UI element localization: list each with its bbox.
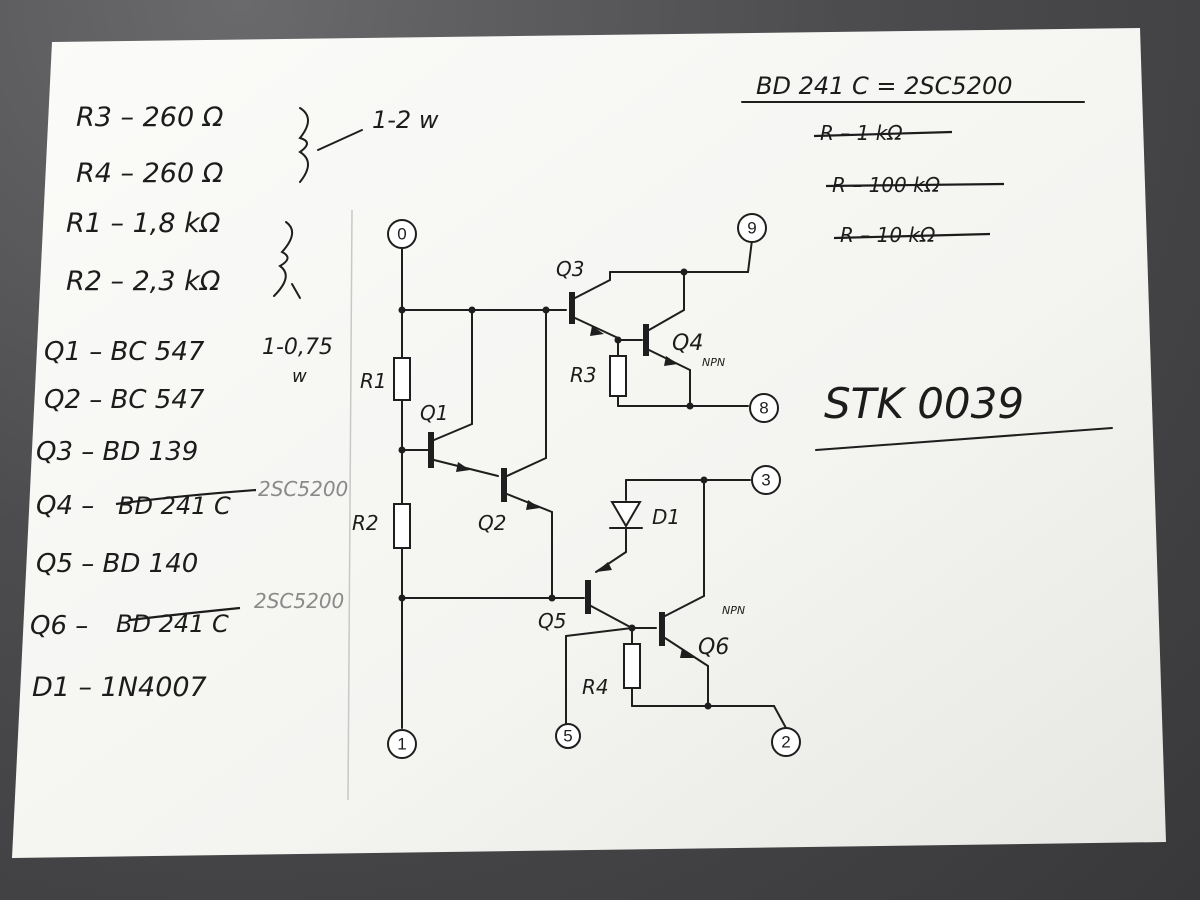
module-underline	[815, 427, 1113, 451]
terminal-3: 3	[751, 465, 781, 495]
part-q2: Q2 – BC 547	[44, 385, 205, 415]
transistor-q3-collector	[574, 279, 611, 299]
part-q6-note: 2SC5200	[254, 589, 344, 613]
strike-q6	[129, 606, 241, 622]
r34-power: 1-2 w	[372, 106, 439, 134]
terminal-9: 9	[737, 213, 767, 243]
module-title: STK 0039	[824, 379, 1024, 428]
strike-q4	[115, 488, 257, 506]
q2-emitter-arrow	[526, 500, 540, 510]
terminal-3-label: 3	[761, 471, 770, 490]
terminal-1-label: 1	[397, 735, 406, 754]
transistor-q2-collector	[506, 457, 547, 477]
q4-emitter-arrow	[664, 356, 678, 366]
label-q4-npn: NPN	[702, 356, 725, 369]
part-q3: Q3 – BD 139	[36, 437, 198, 467]
strike-note-1	[813, 130, 953, 138]
resistor-r2	[393, 503, 411, 549]
part-q4-prefix: Q4 –	[36, 491, 94, 521]
terminal-0: 0	[387, 219, 417, 249]
terminal-1: 1	[387, 729, 417, 759]
paper-background	[12, 28, 1166, 858]
wire-to-terminal-2	[773, 705, 787, 729]
label-q3: Q3	[556, 257, 584, 281]
q3-emitter-arrow	[590, 326, 604, 336]
transistor-q6-collector	[664, 595, 705, 617]
note-equivalence: BD 241 C = 2SC5200	[756, 72, 1012, 100]
part-r4: R4 – 260 Ω	[76, 158, 224, 189]
label-q4: Q4	[672, 331, 703, 356]
label-r1: R1	[360, 369, 387, 393]
wire-to-terminal-5	[565, 627, 633, 637]
resistor-r4	[623, 643, 641, 689]
label-q2: Q2	[478, 511, 506, 535]
label-d1: D1	[652, 505, 680, 529]
q5-emitter-arrow	[596, 562, 612, 572]
transistor-q5-collector	[590, 605, 633, 629]
part-q4-note: 2SC5200	[258, 477, 348, 501]
brace-r1-r2	[273, 221, 293, 297]
label-q6: Q6	[698, 635, 729, 660]
q12-power-unit: w	[292, 366, 307, 387]
label-q6-npn: NPN	[722, 604, 745, 617]
part-d1: D1 – 1N4007	[32, 672, 207, 703]
brace-tick	[291, 283, 301, 299]
strike-note-3	[833, 232, 991, 240]
brace-r3-r4	[298, 107, 309, 183]
terminal-5-label: 5	[563, 727, 572, 746]
part-q5: Q5 – BD 140	[36, 549, 198, 579]
junction	[548, 594, 556, 602]
strike-note-2	[825, 182, 1005, 188]
part-r1: R1 – 1,8 kΩ	[66, 208, 221, 239]
terminal-8: 8	[749, 393, 779, 423]
schematic: R1 Q1 Q2 R2 Q3	[352, 213, 801, 759]
part-r2: R2 – 2,3 kΩ	[66, 266, 221, 297]
part-q6-prefix: Q6 –	[30, 611, 88, 641]
terminal-9-label: 9	[747, 219, 756, 238]
terminal-8-label: 8	[759, 399, 768, 418]
notes: BD 241 C = 2SC5200 R – 1 kΩ R – 100 kΩ R…	[741, 72, 1113, 451]
brace-pointer	[317, 129, 363, 151]
margin-line	[347, 209, 353, 801]
label-r4: R4	[582, 675, 609, 699]
q12-power: 1-0,75	[262, 335, 333, 360]
part-r3: R3 – 260 Ω	[76, 102, 224, 133]
resistor-r1	[393, 357, 411, 401]
transistor-q4-collector	[648, 309, 685, 331]
terminal-2: 2	[771, 727, 801, 757]
label-q1: Q1	[420, 401, 448, 425]
transistor-q3-emitter	[574, 317, 619, 339]
label-r3: R3	[570, 363, 597, 387]
terminal-5: 5	[555, 723, 581, 749]
transistor-q1-collector	[433, 423, 473, 441]
junction	[398, 306, 406, 314]
diode-d1	[610, 501, 642, 528]
terminal-2-label: 2	[781, 733, 790, 752]
resistor-r3	[609, 355, 627, 397]
label-q5: Q5	[538, 609, 566, 633]
q1-emitter-arrow	[456, 462, 470, 472]
parts-list: R3 – 260 Ω R4 – 260 Ω 1-2 w R1 – 1,8 kΩ …	[30, 102, 439, 703]
wire-to-terminal-9	[747, 239, 753, 273]
terminal-0-label: 0	[397, 225, 406, 244]
part-q1: Q1 – BC 547	[44, 337, 205, 367]
q6-emitter-arrow	[680, 648, 694, 658]
label-r2: R2	[352, 511, 379, 535]
